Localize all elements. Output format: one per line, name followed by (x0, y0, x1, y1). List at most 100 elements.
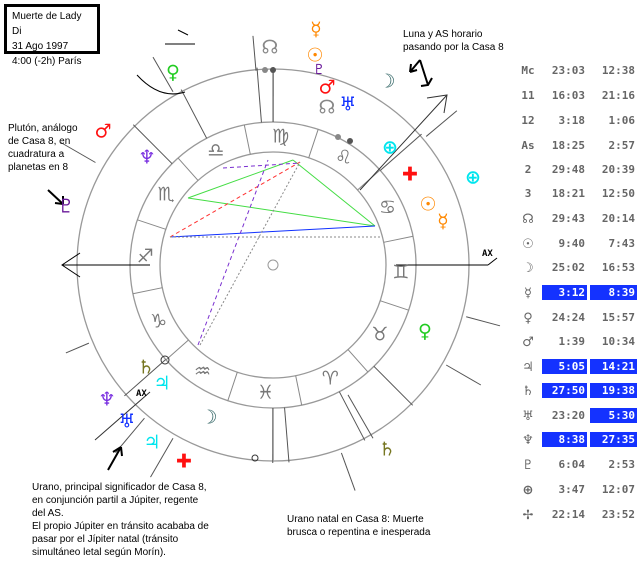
node-natal-icon: ☊ (318, 96, 336, 119)
row-label: ☽ (522, 261, 534, 276)
mercury-transit-icon: ☿ (310, 18, 322, 41)
row-label: Mc (521, 64, 535, 77)
transit-value: 5:30 (590, 408, 637, 423)
transit-value: 20:14 (601, 212, 635, 225)
transit-value: 12:07 (601, 483, 635, 496)
neptune-natal-icon: ♆ (98, 388, 116, 411)
natal-value: 16:03 (551, 89, 585, 102)
note-luna: Luna y AS horario pasando por la Casa 8 (403, 28, 504, 54)
center-dot (267, 259, 279, 271)
mars-natal-icon: ♂ (94, 120, 112, 143)
vertex-natal-icon: ✚ (176, 450, 192, 473)
fortune-natal-icon: ⊕ (465, 166, 481, 189)
natal-value: 27:50 (542, 383, 587, 398)
note-line: brusca o repentina e inesperada (287, 527, 431, 538)
uranus-natal-icon: ♅ (118, 410, 136, 433)
ax-label-right: AX (482, 249, 493, 259)
row-label: 12 (521, 114, 535, 127)
sign-boundary (308, 129, 319, 158)
aspect-line (187, 159, 294, 199)
node-marker (160, 355, 170, 365)
saturn-natal-icon: ♄ (137, 356, 155, 379)
node-transit-icon: ☊ (261, 36, 279, 59)
row-label: ☉ (522, 237, 534, 252)
sign-boundary (227, 372, 238, 401)
note-line: Luna y AS horario (403, 29, 483, 40)
transit-value: 21:16 (601, 89, 635, 102)
sun-transit-icon: ☉ (306, 44, 324, 67)
house-cusp (256, 67, 262, 123)
zodiac-sign-0: ♈ (321, 367, 339, 390)
transit-value: 14:21 (590, 359, 637, 374)
zodiac-sign-9: ♑ (149, 310, 168, 333)
zodiac-sign-10: ♒ (193, 360, 212, 383)
note-urano-natal: Urano natal en Casa 8: Muerte brusca o r… (287, 513, 430, 539)
row-label: 3 (524, 187, 532, 200)
natal-value: 25:02 (551, 261, 585, 274)
title-event: Muerte de Lady Di (12, 11, 82, 37)
zodiac-sign-3: ♋ (378, 196, 396, 219)
transit-value: 20:39 (601, 163, 635, 176)
transit-cusp (466, 316, 501, 327)
natal-value: 3:12 (542, 285, 587, 300)
node-dot (270, 67, 276, 73)
sign-boundary (295, 375, 303, 406)
row-label: ♆ (522, 433, 534, 448)
title-date: 31 Ago 1997 (12, 41, 69, 52)
transit-value: 15:57 (601, 311, 635, 324)
sign-boundary (243, 124, 251, 155)
neptune-outer-icon: ♆ (138, 146, 156, 169)
table-row: ☊ 29:43 20:14 (514, 210, 638, 228)
aspect-line (187, 197, 376, 227)
transit-value: 19:38 (590, 383, 637, 398)
natal-value: 23:03 (551, 64, 585, 77)
sign-boundary (137, 219, 166, 230)
aspect-line (197, 159, 269, 346)
sign-boundary (165, 339, 189, 361)
transit-cusp (252, 35, 257, 71)
note-arrow-icon (409, 59, 433, 87)
house-cusp (379, 133, 422, 171)
transit-cusp (347, 394, 374, 439)
sun-natal-icon: ☉ (419, 193, 437, 216)
transit-cusp (425, 110, 458, 137)
venus-transit-icon: ♀ (166, 61, 180, 84)
row-label: ☊ (522, 212, 534, 227)
natal-value: 24:24 (551, 311, 585, 324)
natal-value: 29:43 (551, 212, 585, 225)
note-pluton: Plutón, análogo de Casa 8, en cuadratura… (8, 122, 78, 174)
transit-value: 1:06 (608, 114, 636, 127)
transit-asc-line (94, 391, 151, 441)
node-dot (262, 67, 268, 73)
transit-cusp (445, 364, 482, 386)
row-label: ♇ (522, 458, 534, 473)
transit-mc-arrow-icon (426, 94, 448, 114)
title-time-place: 4:00 (-2h) París (12, 56, 82, 67)
house-cusp (132, 124, 173, 165)
sign-boundary (380, 300, 409, 311)
note-line: cuadratura a (8, 149, 65, 160)
zodiac-sign-11: ♓ (256, 381, 274, 404)
house-cusp (284, 407, 290, 463)
transit-mc-line (359, 94, 448, 191)
aspect-line (169, 161, 301, 238)
note-line: El propio Júpiter en tránsito acababa de (32, 521, 209, 532)
pluto-transit-icon: ♇ (312, 62, 326, 78)
transit-value: 27:35 (590, 432, 637, 447)
row-label: ♄ (522, 384, 534, 399)
natal-value: 23:20 (551, 409, 585, 422)
note-line: pasar por el Jípiter natal (tránsito (32, 534, 179, 545)
